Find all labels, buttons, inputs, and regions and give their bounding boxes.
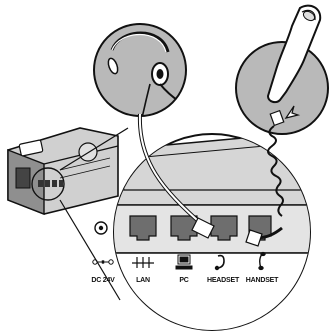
headset-icon (214, 254, 225, 271)
dc-jack-pin (98, 225, 104, 231)
port-label-handset: HANDSET (246, 277, 279, 284)
headset-plug (191, 217, 215, 239)
phone-rear-view (7, 127, 119, 216)
insert-arrow-icon (284, 105, 301, 119)
handset-plug-detail (269, 105, 301, 127)
headset-port (210, 215, 238, 241)
network-icon (132, 257, 154, 268)
headset-inset (93, 23, 187, 117)
leader-line-top (59, 127, 129, 171)
headset-cord (137, 113, 215, 239)
handset-coiled-cord (245, 125, 284, 247)
lan-port (129, 215, 157, 241)
handset-icon (258, 251, 266, 271)
port-label-dc: DC 24V (91, 277, 115, 284)
handset (266, 4, 322, 104)
handset-cord-plug (245, 229, 263, 247)
computer-icon (175, 254, 193, 270)
port-label-headset: HEADSET (207, 277, 240, 284)
port-label-pc: PC (179, 277, 188, 284)
dc-polarity-icon (92, 259, 114, 265)
port-label-lan: LAN (136, 277, 150, 284)
magnified-port-panel (94, 133, 311, 331)
leader-line-bottom (59, 199, 121, 301)
